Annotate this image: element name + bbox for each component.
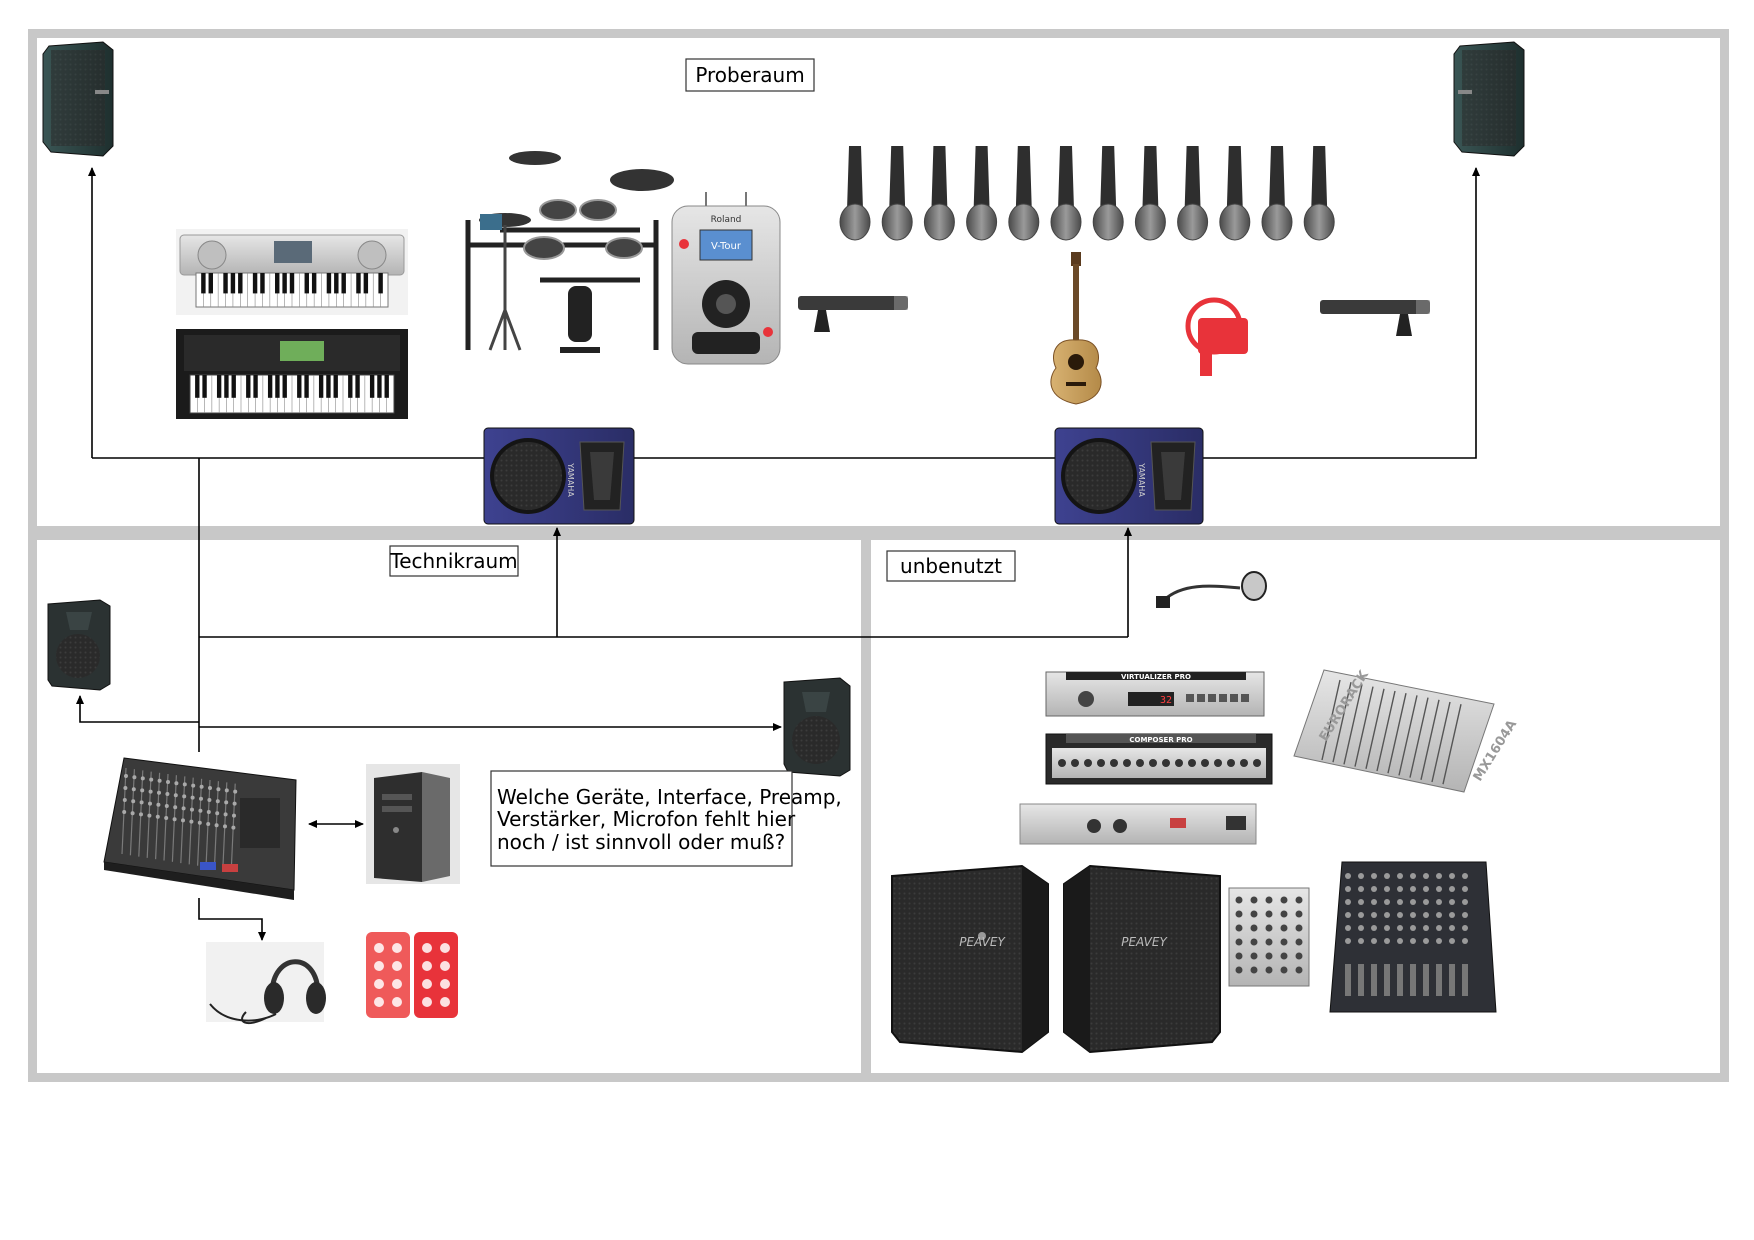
vocal-mic[interactable] [1261,146,1293,241]
drum-module-brand: Roland [711,215,742,225]
effects-virtualizer[interactable]: VIRTUALIZER PRO 32 [1045,671,1265,717]
red-audio-interface[interactable] [366,932,458,1018]
computer-tower[interactable] [366,764,460,884]
power-amplifier[interactable] [1019,803,1257,845]
vocal-mic[interactable] [1303,146,1335,241]
wall-divider [861,534,871,1079]
condenser-mic-left[interactable] [798,296,908,332]
vocal-mic[interactable] [1008,146,1040,241]
drum-module-screen: V-Tour [711,241,742,252]
vocal-mic[interactable] [1177,146,1209,241]
main-speaker-left[interactable] [42,41,114,157]
acoustic-guitar[interactable] [1050,252,1102,405]
vocal-mic[interactable] [966,146,998,241]
note-line-1: Welche Geräte, Interface, Preamp, [497,785,842,809]
vocal-mic[interactable] [1092,146,1124,241]
effects-1-display: 32 [1160,695,1172,706]
vocal-mic[interactable] [839,146,871,241]
monitor-brand: YAMAHA [566,462,575,497]
monitor-brand: YAMAHA [1137,462,1146,497]
powered-mixer[interactable] [103,757,297,900]
cabling [76,167,1480,941]
tech-speaker-left[interactable] [47,599,111,691]
walls [28,29,1729,1082]
bass-cabinet-right[interactable]: PEAVEY [1063,864,1221,1054]
condenser-mic-right[interactable] [1320,300,1430,336]
wire-to-tech-speaker-left [76,695,199,723]
wire-to-main-right [1203,167,1480,459]
drum-module[interactable]: Roland V-Tour [671,192,781,365]
cab-brand: PEAVEY [959,935,1006,949]
electronic-drum-kit[interactable] [465,151,674,353]
vocal-mic[interactable] [1050,146,1082,241]
pop-filter[interactable] [1156,571,1267,608]
keybed [189,374,395,414]
effects-1-label: VIRTUALIZER PRO [1121,673,1191,681]
room-label-text: unbenutzt [900,554,1002,578]
bass-cabinet-left[interactable]: PEAVEY [891,864,1049,1054]
room-label-proberaum: Proberaum [685,58,815,92]
stage-monitor-1[interactable]: YAMAHA [483,427,635,525]
wall-top [28,29,1729,38]
room-label-text: Technikraum [389,549,517,573]
room-label-text: Proberaum [695,63,804,87]
note-line-3: noch / ist sinnvoll oder muß? [497,830,785,854]
keyboard-black[interactable] [176,329,408,419]
eurorack-mixer[interactable]: EURORACK MX1604A [1293,667,1520,793]
cab-brand: PEAVEY [1121,935,1168,949]
main-speaker-right[interactable] [1453,41,1525,157]
effects-2-label: COMPOSER PRO [1129,736,1192,744]
vocal-microphones [839,146,1335,241]
red-shock-mount[interactable] [1185,297,1248,376]
keybed [195,272,389,308]
powerstation-mixer[interactable] [1329,861,1497,1013]
mixer-channels [121,767,238,871]
vocal-mic[interactable] [923,146,955,241]
wire-to-headphones [198,898,266,941]
small-mixer[interactable] [1228,887,1310,987]
room-label-technikraum: Technikraum [389,545,519,577]
room-label-unbenutzt: unbenutzt [886,550,1016,582]
keyboard-silver[interactable] [176,229,408,315]
wall-middle [28,526,1729,540]
vocal-mic[interactable] [1219,146,1251,241]
vocal-mic[interactable] [881,146,913,241]
wall-right [1720,29,1729,1082]
effects-composer[interactable]: COMPOSER PRO [1045,733,1273,785]
stage-monitor-2[interactable]: YAMAHA [1054,427,1204,525]
tech-speaker-right[interactable] [783,677,851,777]
wall-bottom [28,1073,1729,1082]
note-line-2: Verstärker, Microfon fehlt hier [497,807,796,831]
headphones[interactable] [206,942,326,1025]
question-note: Welche Geräte, Interface, Preamp, Verstä… [490,770,842,867]
vocal-mic[interactable] [1134,146,1166,241]
wall-left [28,29,37,1082]
